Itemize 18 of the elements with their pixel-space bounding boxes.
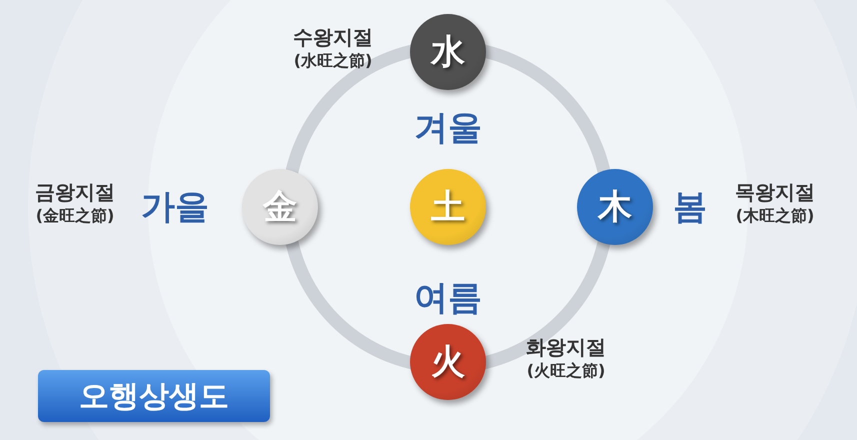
period-label: 화왕지절 [525,334,607,361]
period-label: 금왕지절 [34,179,116,206]
period-hanja-label: (水旺之節) [292,51,374,72]
season-label: 겨울 [414,107,482,150]
period-label: 목왕지절 [734,179,816,206]
season-label: 가을 [141,186,209,229]
period-hanja-label: (火旺之節) [526,361,606,382]
period-hanja-label: (金旺之節) [34,206,116,227]
season-label: 봄 [673,186,707,229]
element-character: 木 [598,190,632,224]
period-hanja-label: (木旺之節) [734,206,816,227]
element-character: 土 [431,190,465,224]
season-label: 여름 [414,277,482,320]
element-character: 水 [431,35,465,69]
period-label: 수왕지절 [292,24,374,51]
element-character: 金 [263,190,297,224]
title-badge: 오행상생도 [38,370,270,422]
element-character: 火 [431,345,465,379]
